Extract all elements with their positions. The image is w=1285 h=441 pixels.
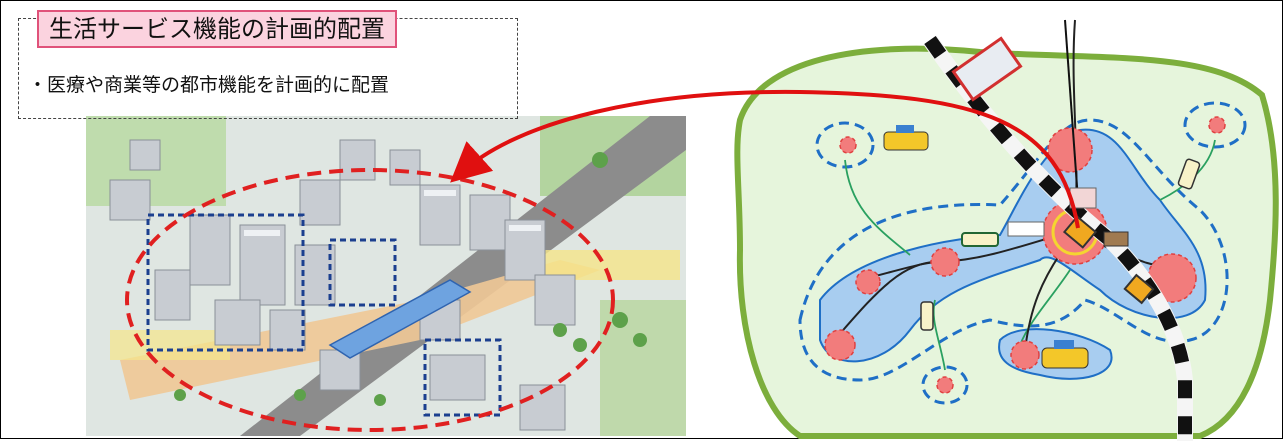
bus-icon: [920, 301, 934, 331]
district-diagram: [734, 19, 1279, 441]
taxi-icon: [883, 125, 929, 151]
train-icon: [951, 36, 1023, 102]
link-arrow: [450, 89, 1080, 229]
section-title: 生活サービス機能の計画的配置: [37, 10, 397, 48]
bus-icon: [1177, 158, 1201, 190]
taxi-icon: [1041, 340, 1089, 369]
car-icon: [1103, 231, 1129, 247]
shop-icon: [1007, 221, 1045, 237]
city-illustration: [86, 116, 686, 436]
bus-icon: [961, 232, 999, 247]
bullet-text: ・医療や商業等の都市機能を計画的に配置: [28, 74, 390, 96]
